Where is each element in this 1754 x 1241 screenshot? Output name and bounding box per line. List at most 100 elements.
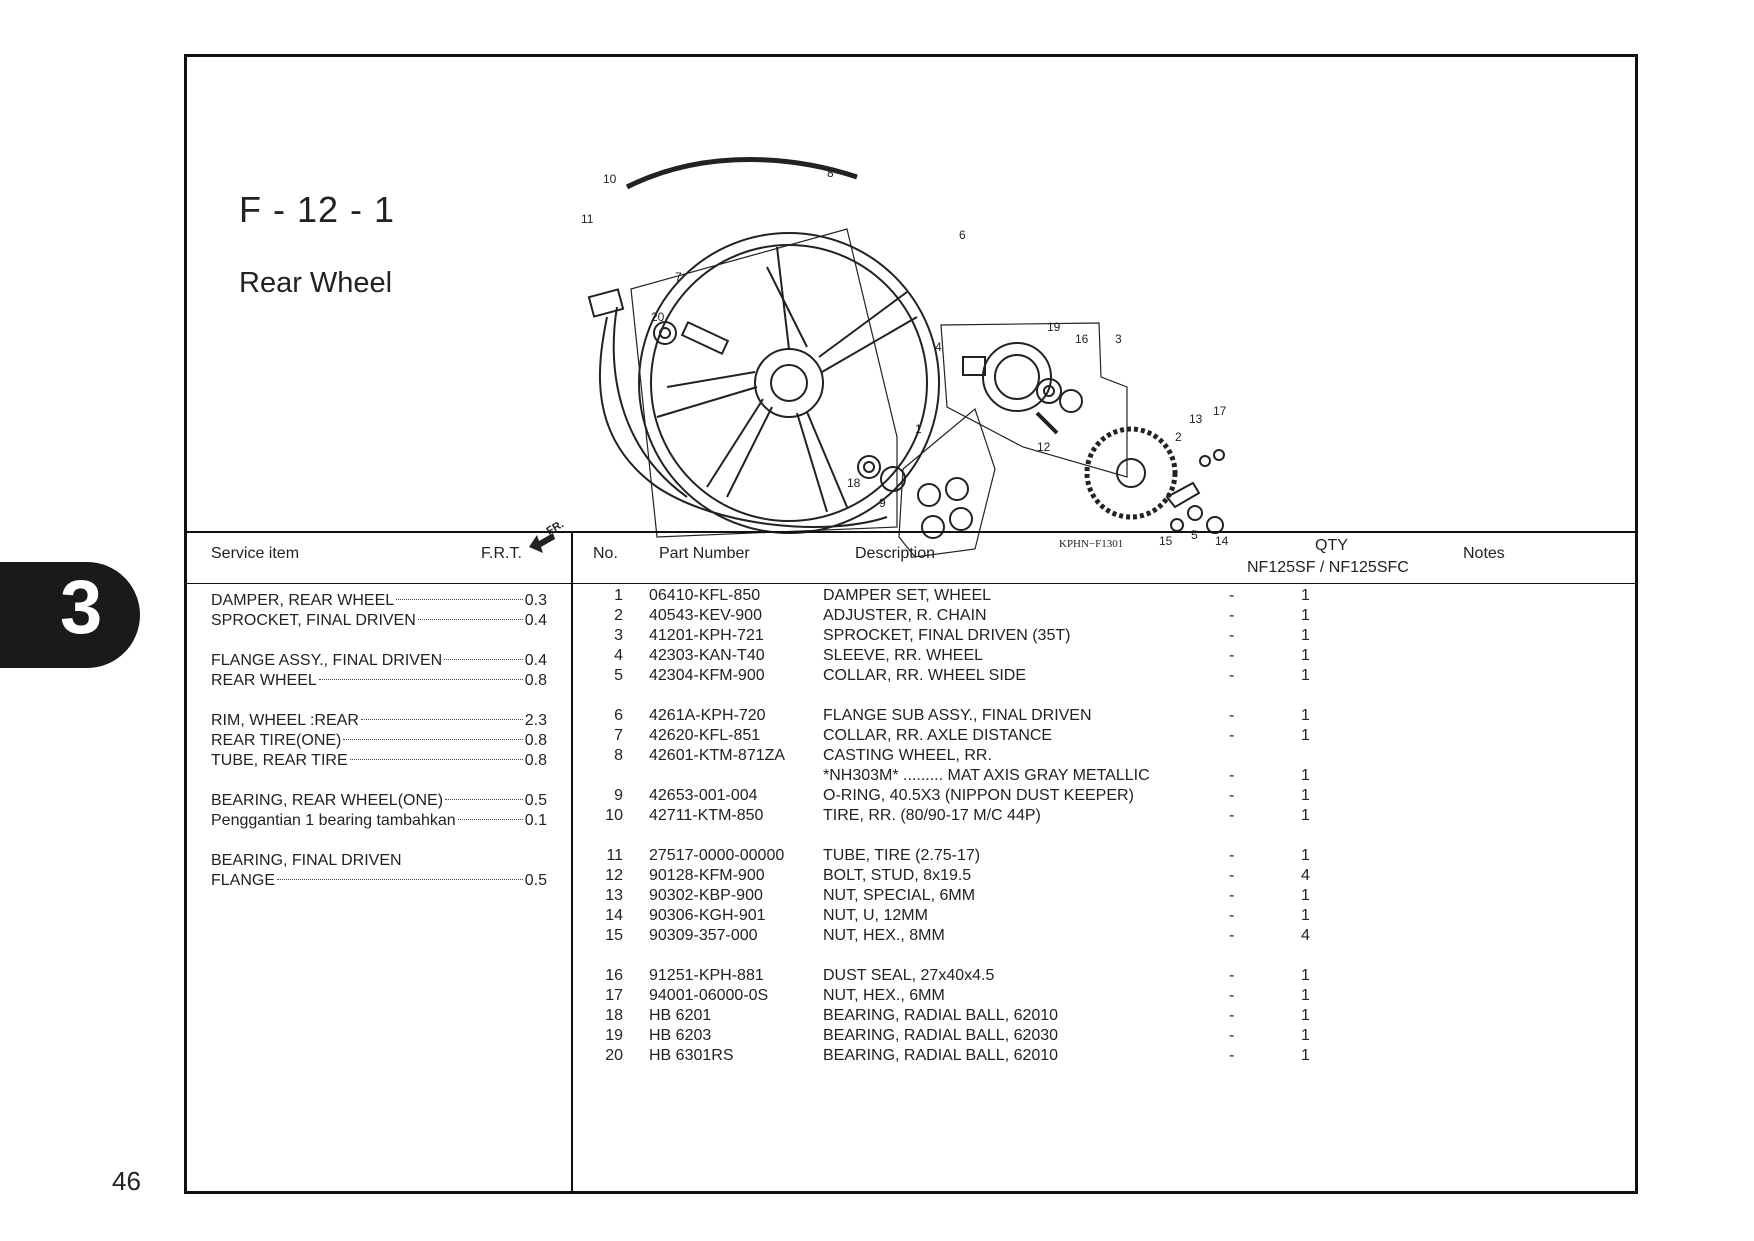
callout-11: 11 (581, 212, 594, 226)
qty-nf125sfc: 1 (1301, 667, 1310, 684)
part-number-index: 12 (605, 867, 623, 884)
part-description: O-RING, 40.5X3 (NIPPON DUST KEEPER) (823, 787, 1134, 804)
part-number-index: 4 (614, 647, 623, 664)
qty-nf125sfc: 1 (1301, 887, 1310, 904)
header-models: NF125SF / NF125SFC (1247, 559, 1409, 576)
service-item-row: TUBE, REAR TIRE 0.8 (211, 751, 547, 771)
part-number: 06410-KFL-850 (649, 587, 761, 604)
leader-dots (277, 878, 523, 880)
leader-dots (343, 738, 523, 740)
part-description: TUBE, TIRE (2.75-17) (823, 847, 981, 864)
part-description: NUT, SPECIAL, 6MM (823, 887, 976, 904)
part-number-index: 14 (605, 907, 623, 924)
qty-nf125sfc: 1 (1301, 807, 1310, 824)
part-number-index: 18 (605, 1007, 623, 1024)
callout-1: 1 (915, 422, 922, 436)
callout-6: 6 (959, 228, 966, 242)
service-item-name: Penggantian 1 bearing tambahkan (211, 812, 456, 829)
qty-nf125sfc: 1 (1301, 907, 1310, 924)
qty-nf125sf: - (1229, 1027, 1235, 1044)
part-number-index: 7 (614, 727, 623, 744)
qty-nf125sf: - (1229, 987, 1235, 1004)
callout-15: 15 (1159, 534, 1173, 548)
callout-2: 2 (1175, 430, 1182, 444)
service-item-frt: 0.8 (524, 752, 547, 769)
part-number-index: 5 (614, 667, 623, 684)
service-item-name: DAMPER, REAR WHEEL (211, 592, 395, 609)
service-item-row: BEARING, REAR WHEEL(ONE)0.5 (211, 791, 547, 811)
service-item-name: TUBE, REAR TIRE (211, 752, 348, 769)
part-number-index: 16 (605, 967, 623, 984)
qty-nf125sf: - (1229, 1047, 1235, 1064)
qty-nf125sf: - (1229, 727, 1235, 744)
part-description: NUT, U, 12MM (823, 907, 928, 924)
exploded-diagram: 10 8 11 7 6 20 19 16 3 4 17 13 12 2 1 18… (529, 157, 1229, 557)
callout-13: 13 (1189, 412, 1203, 426)
part-description: DAMPER SET, WHEEL (823, 587, 992, 604)
callout-12: 12 (1037, 440, 1051, 454)
leader-dots (318, 678, 523, 680)
qty-nf125sf: - (1229, 707, 1235, 724)
part-description: NUT, HEX., 8MM (823, 927, 945, 944)
callout-20: 20 (651, 310, 665, 324)
part-number-index: 11 (606, 847, 623, 864)
part-description: *NH303M* ......... MAT AXIS GRAY METALLI… (823, 767, 1150, 784)
qty-nf125sfc: 1 (1301, 967, 1310, 984)
table-top-rule (187, 531, 1635, 533)
qty-nf125sfc: 1 (1301, 1007, 1310, 1024)
header-qty: QTY (1315, 537, 1348, 554)
qty-nf125sfc: 1 (1301, 1027, 1310, 1044)
part-number-index: 17 (605, 987, 623, 1004)
qty-nf125sf: - (1229, 847, 1235, 864)
part-number-index: 1 (614, 587, 623, 604)
part-description: SLEEVE, RR. WHEEL (823, 647, 984, 664)
part-number: 90309-357-000 (649, 927, 758, 944)
header-part-number: Part Number (659, 545, 750, 562)
leader-dots (417, 618, 523, 620)
qty-nf125sf: - (1229, 587, 1235, 604)
header-no: No. (593, 545, 618, 562)
qty-nf125sfc: 1 (1301, 767, 1310, 784)
qty-nf125sfc: 4 (1301, 927, 1310, 944)
part-number: 42601-KTM-871ZA (649, 747, 786, 764)
service-item-frt: 0.1 (524, 812, 547, 829)
part-number: HB 6201 (649, 1007, 712, 1024)
callout-7: 7 (675, 270, 682, 284)
part-number: 94001-06000-0S (649, 987, 769, 1004)
header-description: Description (855, 545, 936, 562)
service-item-frt: 0.4 (524, 612, 547, 629)
service-item-frt: 2.3 (524, 712, 547, 729)
leader-dots (396, 598, 523, 600)
qty-nf125sf: - (1229, 807, 1235, 824)
qty-nf125sf: - (1229, 627, 1235, 644)
part-description: SPROCKET, FINAL DRIVEN (35T) (823, 627, 1071, 644)
part-description: TIRE, RR. (80/90-17 M/C 44P) (823, 807, 1041, 824)
part-description: BOLT, STUD, 8x19.5 (823, 867, 972, 884)
qty-nf125sf: - (1229, 887, 1235, 904)
qty-nf125sf: - (1229, 607, 1235, 624)
part-description: COLLAR, RR. AXLE DISTANCE (823, 727, 1053, 744)
part-number-index: 10 (605, 807, 623, 824)
column-divider (571, 531, 573, 1191)
parts-catalog-frame: F - 12 - 1 Rear Wheel (184, 54, 1638, 1194)
qty-nf125sfc: 1 (1301, 787, 1310, 804)
part-description: CASTING WHEEL, RR. (823, 747, 992, 764)
part-number-index: 9 (614, 787, 623, 804)
part-row: *NH303M* ......... MAT AXIS GRAY METALLI… (581, 767, 1581, 787)
qty-nf125sfc: 1 (1301, 987, 1310, 1004)
callout-17: 17 (1213, 404, 1227, 418)
